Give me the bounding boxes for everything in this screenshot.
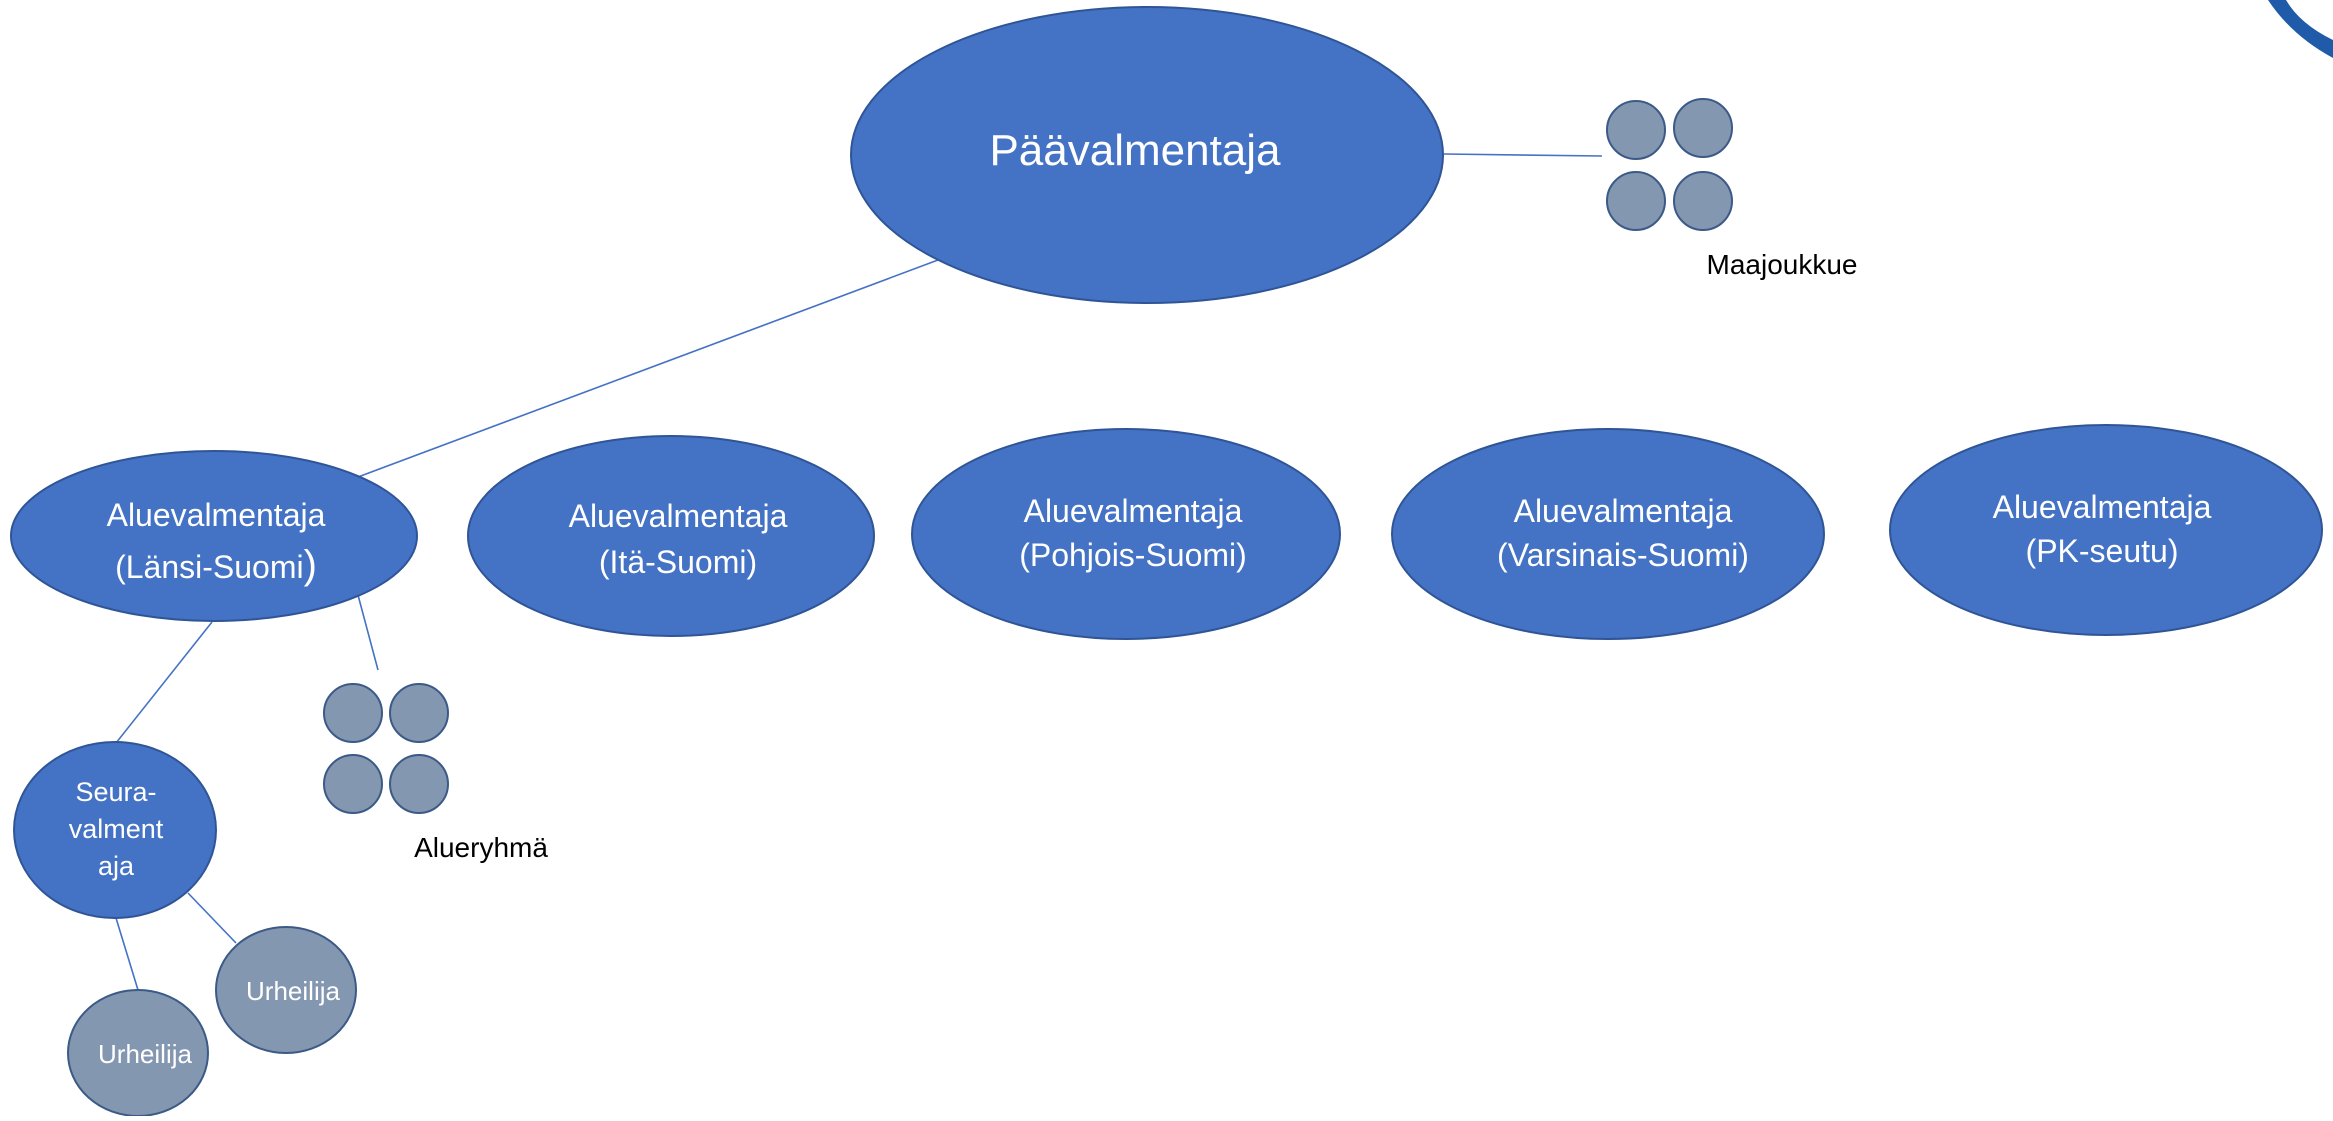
regional-coach-east: Aluevalmentaja (Itä-Suomi): [467, 435, 875, 637]
athlete-label: Urheilija: [246, 976, 340, 1006]
regional-group-member-icon: [323, 754, 383, 814]
regional-coach-title: Aluevalmentaja: [1993, 489, 2212, 525]
regional-coach-title: Aluevalmentaja: [1514, 493, 1733, 529]
club-coach-line: valment: [69, 814, 164, 844]
regional-coach-title: Aluevalmentaja: [1024, 493, 1243, 529]
athlete-node: Urheilija: [215, 926, 357, 1054]
regional-coach-title: Aluevalmentaja: [107, 497, 326, 533]
connectors: [115, 153, 1603, 991]
club-coach-ellipse: [13, 741, 217, 919]
national-team-caption: Maajoukkue: [1707, 249, 1858, 280]
national-team-member-icon: [1673, 98, 1733, 158]
head-coach-ellipse: [850, 6, 1444, 304]
regional-coach-ellipse: [10, 450, 418, 622]
connector-regional-west-to-club-coach: [115, 621, 213, 744]
regional-group-member-icon: [323, 683, 383, 743]
regional-group-member-icon: [389, 683, 449, 743]
athlete-node: Urheilija: [67, 989, 209, 1117]
regional-coach-area: (Itä-Suomi): [599, 544, 757, 580]
regional-group-member-icon: [389, 754, 449, 814]
regional-coach-ellipse: [1889, 424, 2323, 636]
regional-group: Alueryhmä: [323, 683, 548, 863]
regional-coach-ellipse: [467, 435, 875, 637]
regional-group-caption: Alueryhmä: [414, 832, 548, 863]
regional-coach-ellipse: [1391, 428, 1825, 640]
regional-coach-area: (Länsi-Suomi): [115, 543, 317, 587]
club-coach-line: Seura-: [75, 777, 156, 807]
connector-club-coach-to-athlete-2: [115, 917, 139, 991]
regional-coach-southwest: Aluevalmentaja (Varsinais-Suomi): [1391, 428, 1825, 640]
athlete-ellipse: [215, 926, 357, 1054]
regional-coach-area: (Varsinais-Suomi): [1497, 537, 1749, 573]
connector-regional-west-to-group: [357, 594, 379, 671]
regional-coach-area: (Pohjois-Suomi): [1019, 537, 1247, 573]
regional-coach-area-text: (Länsi-Suomi: [115, 549, 304, 585]
regional-coach-north: Aluevalmentaja (Pohjois-Suomi): [911, 428, 1341, 640]
national-team-group: Maajoukkue: [1606, 98, 1858, 280]
club-coach-node: Seura- valment aja: [13, 741, 217, 919]
regional-coach-ellipse: [911, 428, 1341, 640]
regional-coach-area-paren: ): [304, 543, 317, 587]
regional-coach-capital-area: Aluevalmentaja (PK-seutu): [1889, 424, 2323, 636]
national-team-member-icon: [1606, 171, 1666, 231]
regional-coach-west: Aluevalmentaja (Länsi-Suomi): [10, 450, 418, 622]
connector-club-coach-to-athlete-1: [187, 892, 237, 944]
national-team-member-icon: [1606, 100, 1666, 160]
corner-logo: [2268, 0, 2333, 58]
head-coach-label: Päävalmentaja: [989, 126, 1281, 175]
regional-coach-area: (PK-seutu): [2026, 533, 2179, 569]
regional-coach-title: Aluevalmentaja: [569, 498, 788, 534]
connector-head-to-regional-west: [357, 259, 939, 478]
connector-head-to-national-team: [1443, 153, 1603, 157]
head-coach-node: Päävalmentaja: [850, 6, 1444, 304]
athlete-label: Urheilija: [98, 1039, 192, 1069]
national-team-member-icon: [1673, 171, 1733, 231]
club-coach-line: aja: [98, 851, 135, 881]
